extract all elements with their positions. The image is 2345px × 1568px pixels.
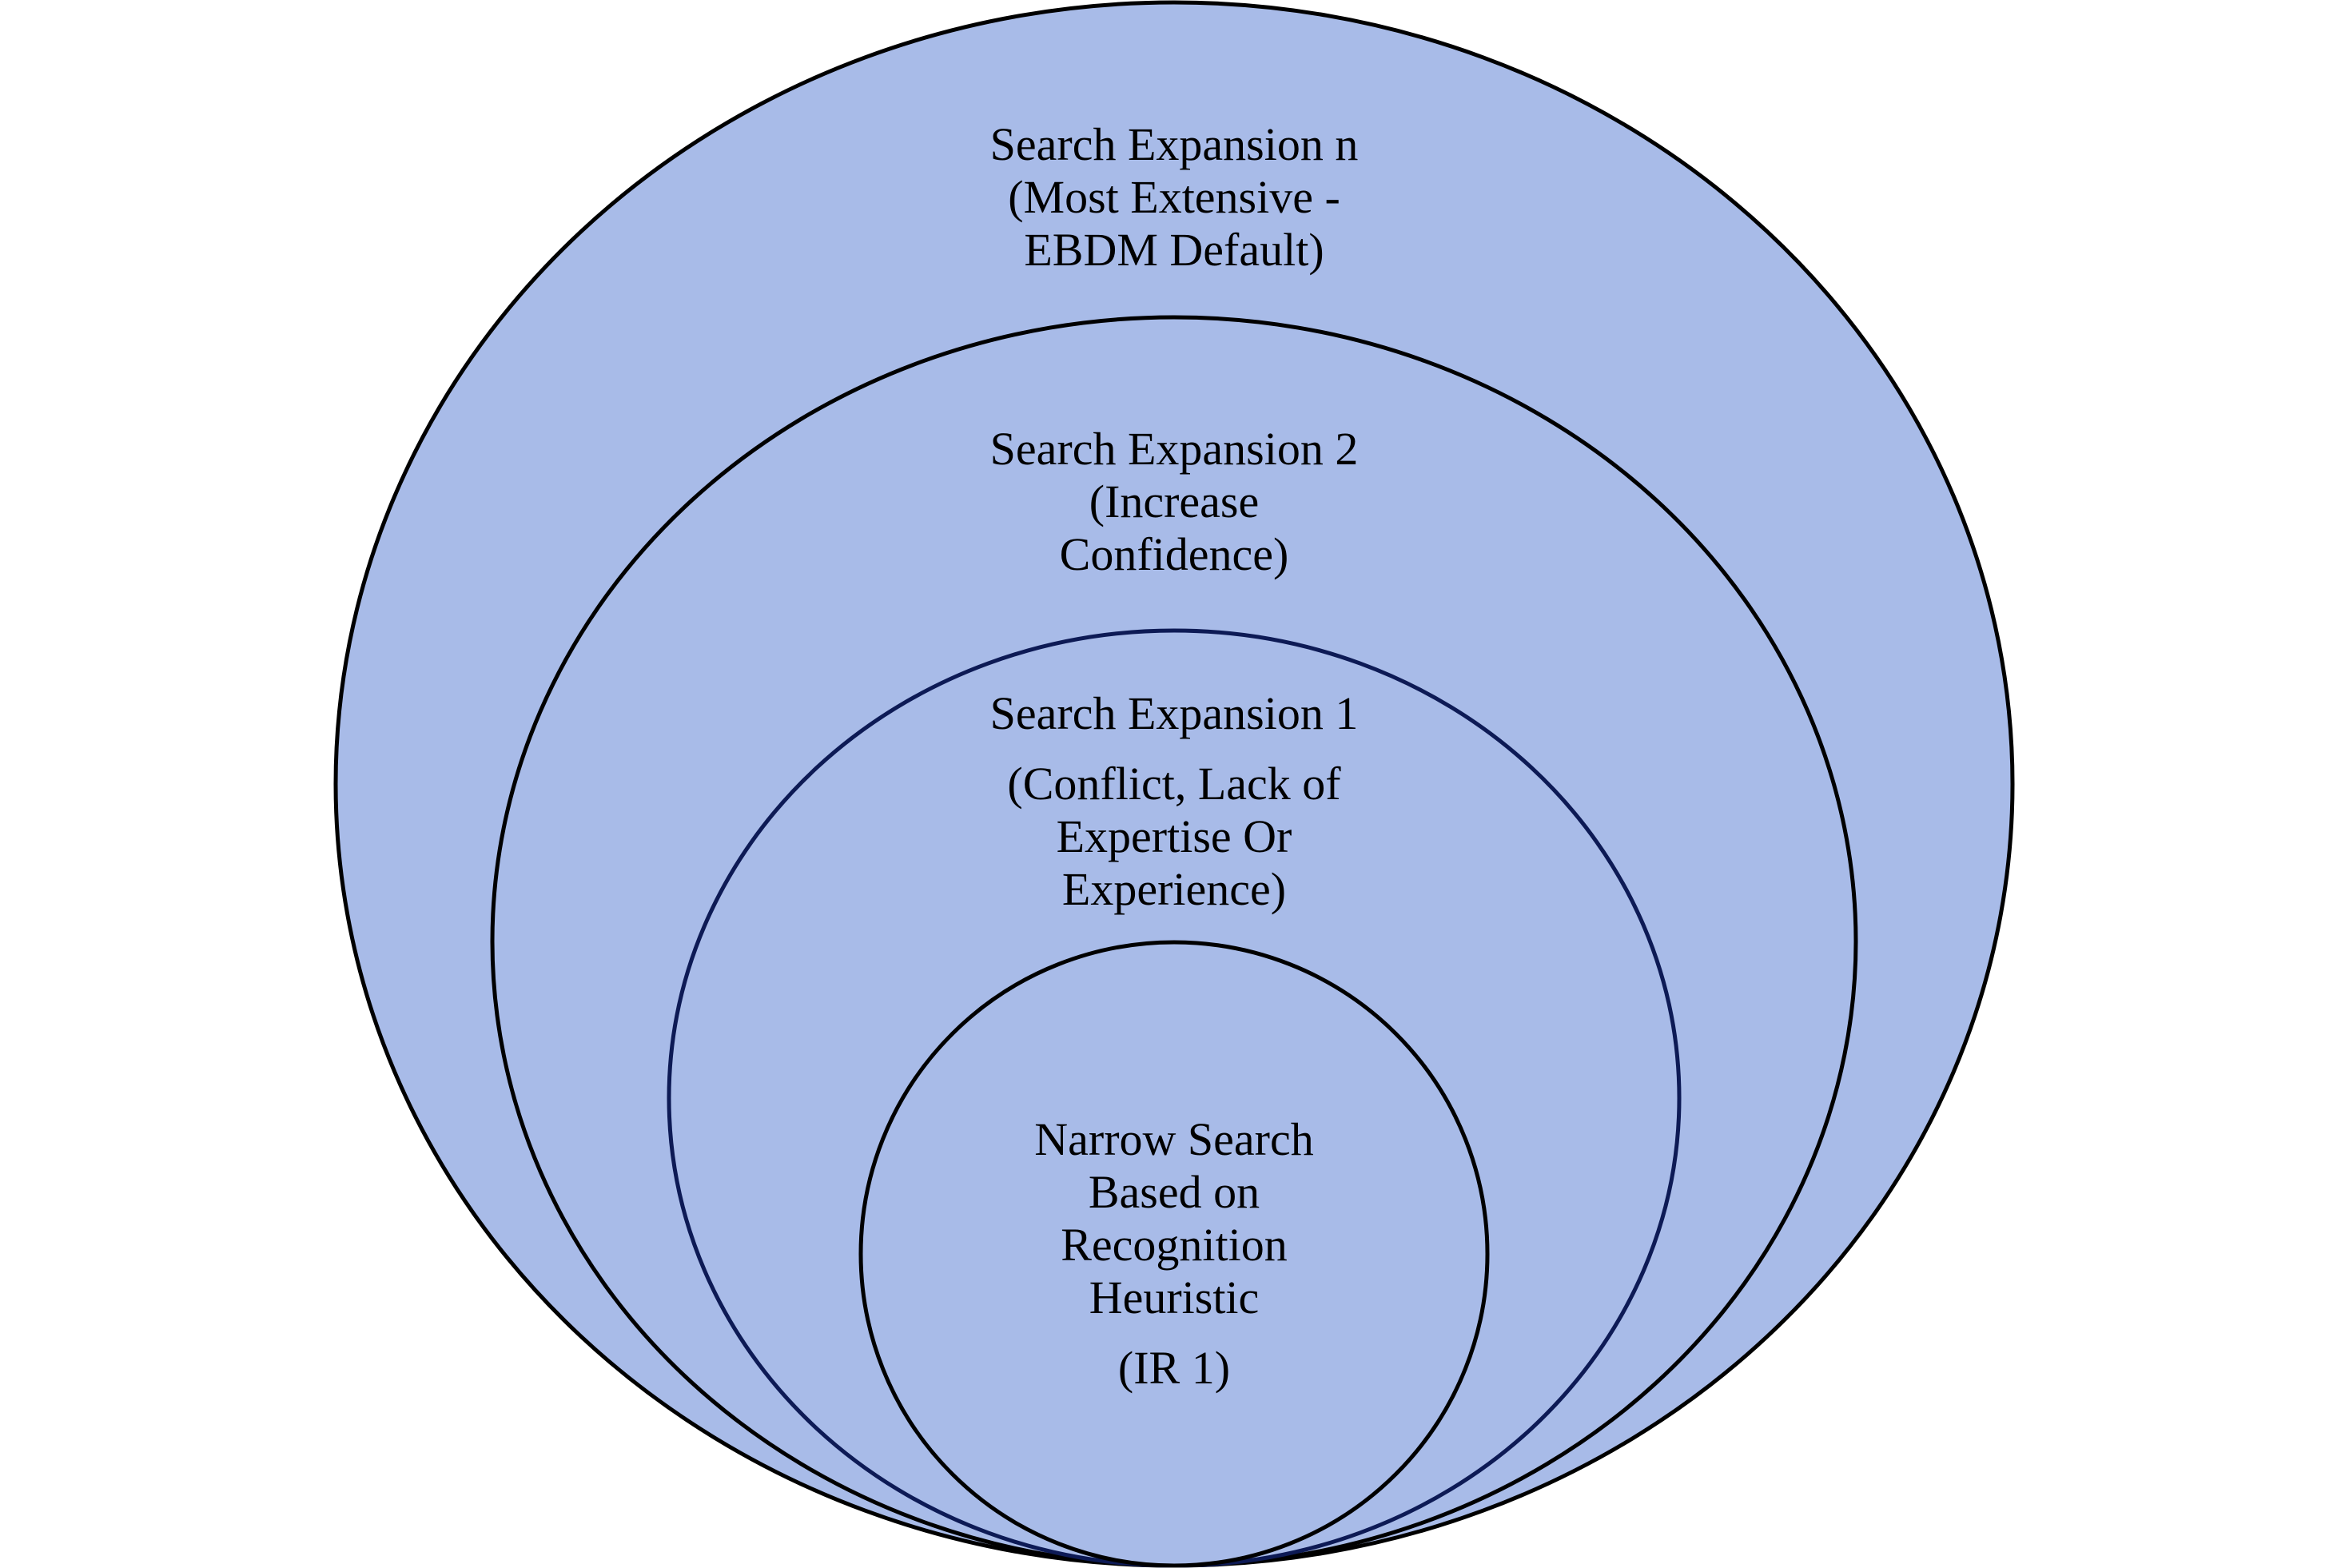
ring-note-line: (Conflict, Lack of	[1007, 758, 1341, 810]
label-search-expansion-1: Search Expansion 1 (Conflict, Lack of Ex…	[814, 687, 1534, 916]
core-title-line: Narrow Search	[1034, 1113, 1314, 1165]
ring-note-line: (Most Extensive -	[1008, 171, 1340, 223]
core-title-line: Heuristic	[1089, 1272, 1260, 1323]
ring-narrow-search	[858, 940, 1490, 1568]
ring-note-line: EBDM Default)	[1024, 224, 1324, 276]
label-narrow-search: Narrow Search Based on Recognition Heuri…	[814, 1113, 1534, 1395]
ring-note-line: Expertise Or	[1056, 810, 1292, 862]
ring-title: Search Expansion 2	[989, 423, 1359, 475]
ring-note-line: Confidence)	[1059, 528, 1289, 580]
core-title-line: Based on	[1088, 1166, 1260, 1218]
ring-title: Search Expansion n	[989, 118, 1359, 170]
ring-title: Search Expansion 1	[989, 687, 1359, 739]
label-search-expansion-2: Search Expansion 2 (Increase Confidence)	[814, 423, 1534, 581]
core-note: (IR 1)	[1117, 1342, 1231, 1394]
ring-note-line: Experience)	[1061, 863, 1287, 915]
ring-note-line: (Increase	[1089, 476, 1260, 527]
core-title-line: Recognition	[1061, 1219, 1288, 1271]
label-search-expansion-n: Search Expansion n (Most Extensive - EBD…	[814, 118, 1534, 277]
